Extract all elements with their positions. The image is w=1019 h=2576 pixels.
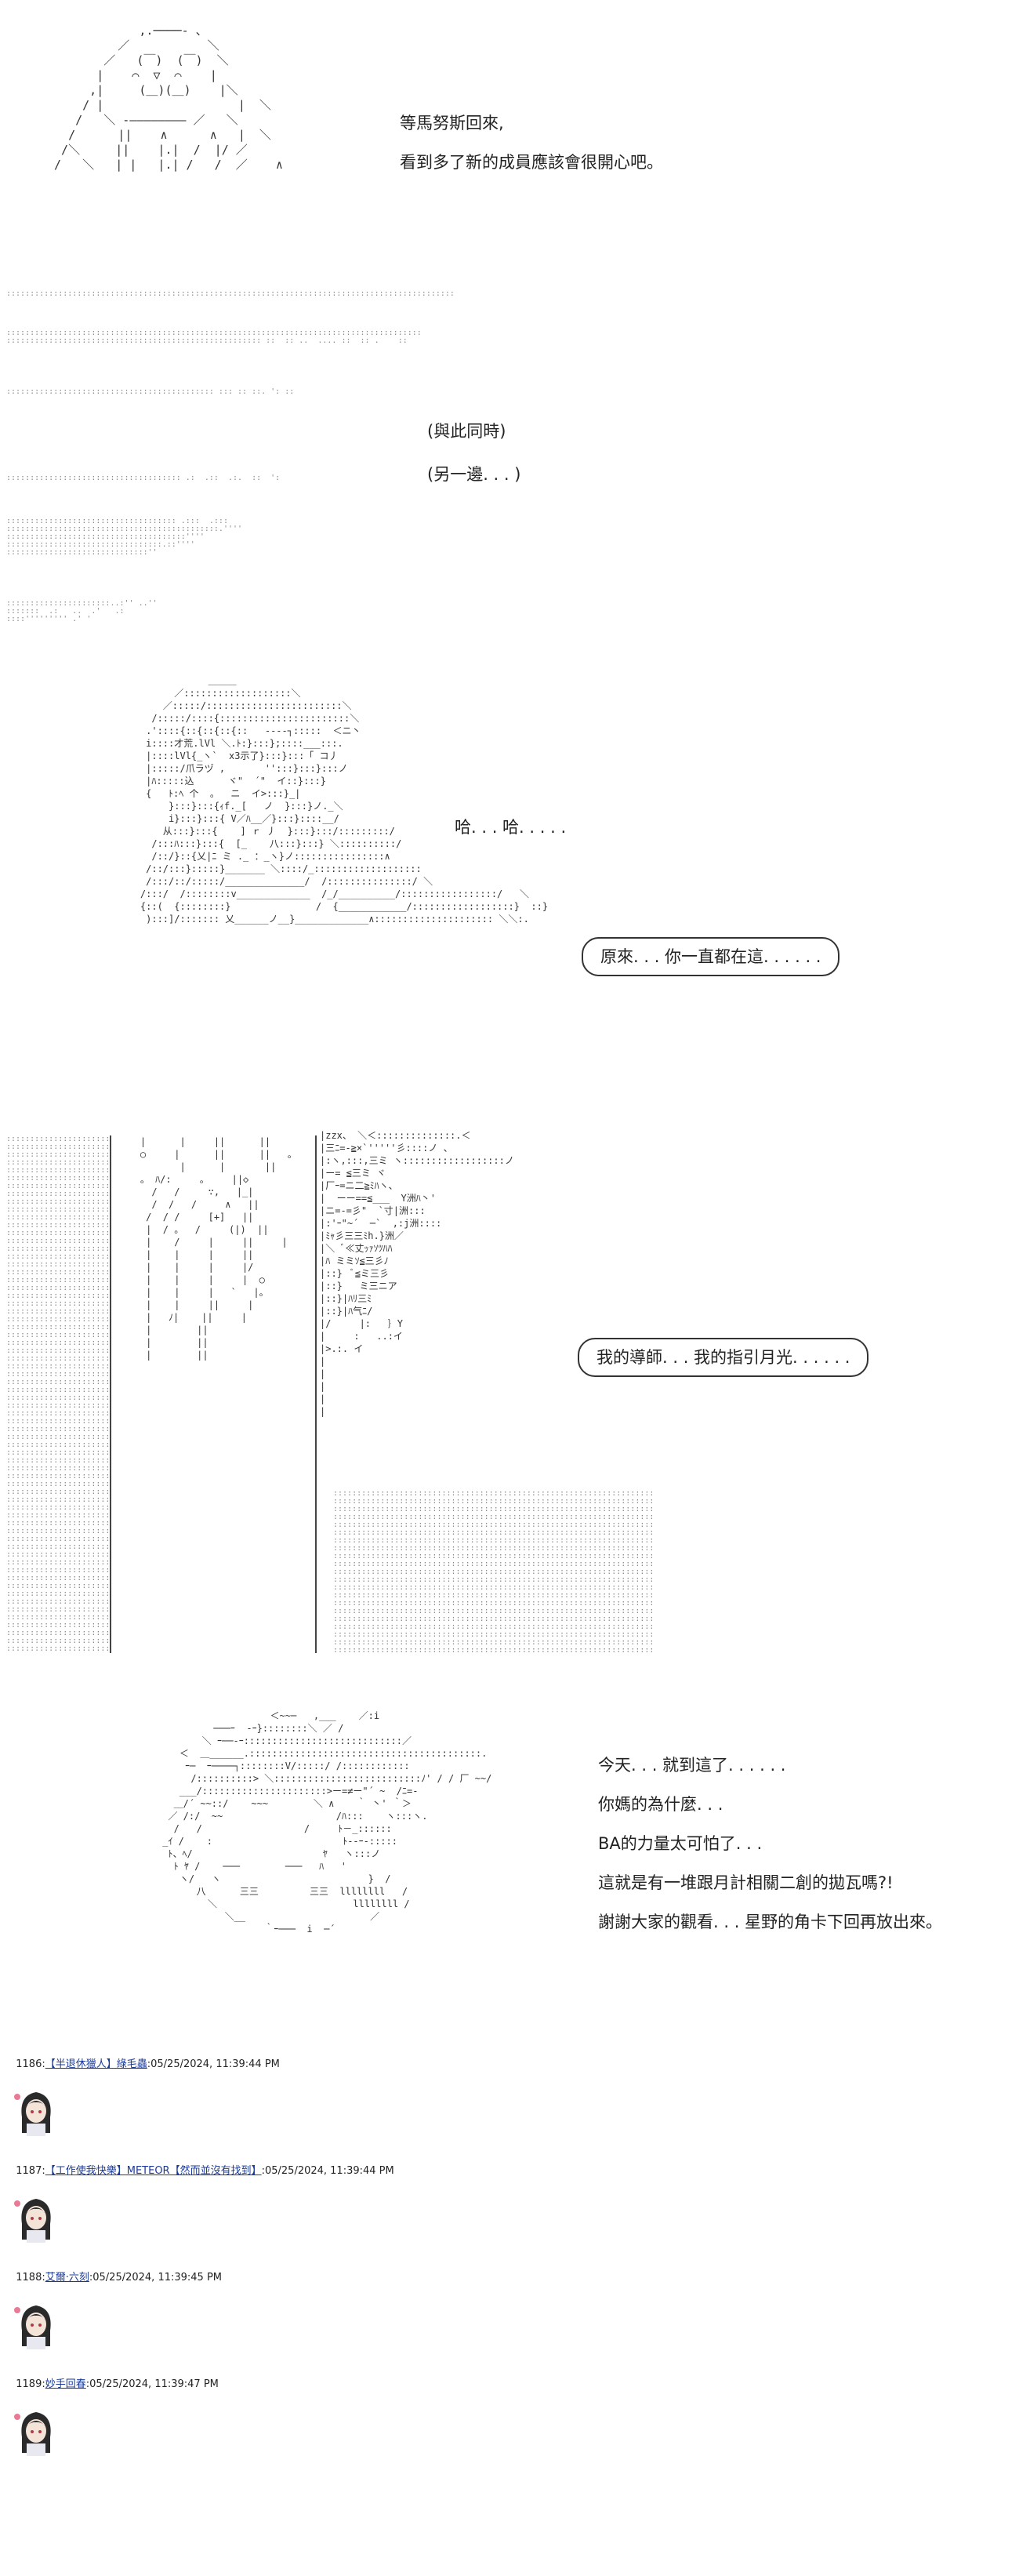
post-timestamp: :05/25/2024, 11:39:44 PM: [147, 2058, 280, 2070]
post-number: 1189:: [16, 2378, 45, 2390]
post-timestamp: :05/25/2024, 11:39:47 PM: [85, 2378, 219, 2390]
post-username-link[interactable]: 妙手回春: [45, 2378, 86, 2390]
dialogue-haha: 哈. . . 哈. . . . .: [455, 818, 567, 837]
ascii-art-girl: ＿＿＿ ／:::::::::::::::::::＼ ／:::::/:::::::…: [140, 675, 549, 925]
ascii-filler: ::::::::::::::::::::::::::::::::::::::::…: [6, 329, 422, 345]
post-header: 1188:艾爾·六刻:05/25/2024, 11:39:45 PM: [9, 2257, 222, 2284]
ascii-left-wall: :::::::::::::::::::::::::: :::::::::::::…: [6, 1135, 110, 1653]
ascii-door-frame: [315, 1135, 317, 1653]
post-number: 1188:: [16, 2272, 45, 2284]
narration-meanwhile: (與此同時): [427, 422, 506, 441]
post-number: 1187:: [16, 2165, 45, 2177]
avatar: [11, 2193, 61, 2243]
post-timestamp: :05/25/2024, 11:39:45 PM: [89, 2272, 223, 2284]
ending-line: BA的力量太可怕了. . .: [598, 1834, 763, 1853]
post-timestamp: :05/25/2024, 11:39:44 PM: [261, 2165, 394, 2177]
ascii-right-wall: ::::::::::::::::::::::::::::::::::::::::…: [333, 1490, 655, 1655]
ascii-door-frame: [110, 1135, 111, 1653]
ending-line: 你媽的為什麼. . .: [598, 1795, 723, 1814]
ascii-filler: ::::::::::::::::::::::::::::::::::::::::…: [6, 388, 295, 396]
post-number: 1186:: [16, 2058, 45, 2070]
speech-bubble: 原來. . . 你一直都在這. . . . . .: [582, 937, 840, 976]
narration-elsewhere: (另一邊. . . ): [427, 465, 521, 484]
ascii-art-sleeping-face: ＜~~─ ,___ ／:i ───ｰ -ｰ}::::::::＼ ／ / ＼ ｰ─…: [162, 1710, 492, 1935]
ascii-filler: ::::::::::::::::::::::..:'' ..'' :::::::…: [6, 600, 158, 623]
dialogue-line: 等馬努斯回來,: [400, 114, 504, 133]
post-username-link[interactable]: 【半退休獵人】綠毛蟲: [45, 2058, 147, 2070]
ascii-art-face: ,.────- 、 ／ ＼ ／ (￣) (￣) ＼ | ⌒ ▽ ⌒ | ,| (…: [54, 24, 283, 172]
avatar: [11, 2086, 61, 2136]
post-header: 1187:【工作使我快樂】METEOR【然而並沒有找到】:05/25/2024,…: [9, 2150, 394, 2177]
ending-line: 謝謝大家的觀看. . . 星野的角卡下回再放出來。: [598, 1913, 943, 1931]
ascii-filler: ::::::::::::::::::::::::::::::::::::::::…: [6, 290, 453, 298]
ending-line: 這就是有一堆跟月計相關二創的拋瓦嗎?!: [598, 1873, 894, 1892]
post-header: 1186:【半退休獵人】綠毛蟲:05/25/2024, 11:39:44 PM: [9, 2044, 280, 2070]
dialogue-line: 看到多了新的成員應該會很開心吧。: [400, 153, 663, 172]
avatar: [11, 2406, 61, 2456]
ascii-filler: ::::::::::::::::::::::::::::::::::::: .:…: [6, 474, 281, 482]
speech-bubble: 我的導師. . . 我的指引月光. . . . . .: [578, 1338, 869, 1377]
post-username-link[interactable]: 【工作使我快樂】METEOR【然而並沒有找到】: [45, 2165, 262, 2177]
ascii-art-doorway: | | || || ○ | || || 。 | | || 。 ﾊ/: 。 ||◇…: [140, 1136, 297, 1361]
ascii-filler: :::::::::::::::::::::::::::::::::::: .::…: [6, 518, 243, 557]
post-username-link[interactable]: 艾爾·六刻: [45, 2272, 89, 2284]
ascii-art-figure: |zzx、 ＼＜::::::::::::::.＜ |三ﾆ=-≧×`'''''彡:…: [320, 1130, 514, 1417]
post-header: 1189:妙手回春:05/25/2024, 11:39:47 PM: [9, 2363, 219, 2390]
avatar: [11, 2299, 61, 2349]
ending-line: 今天. . . 就到這了. . . . . .: [598, 1756, 786, 1775]
